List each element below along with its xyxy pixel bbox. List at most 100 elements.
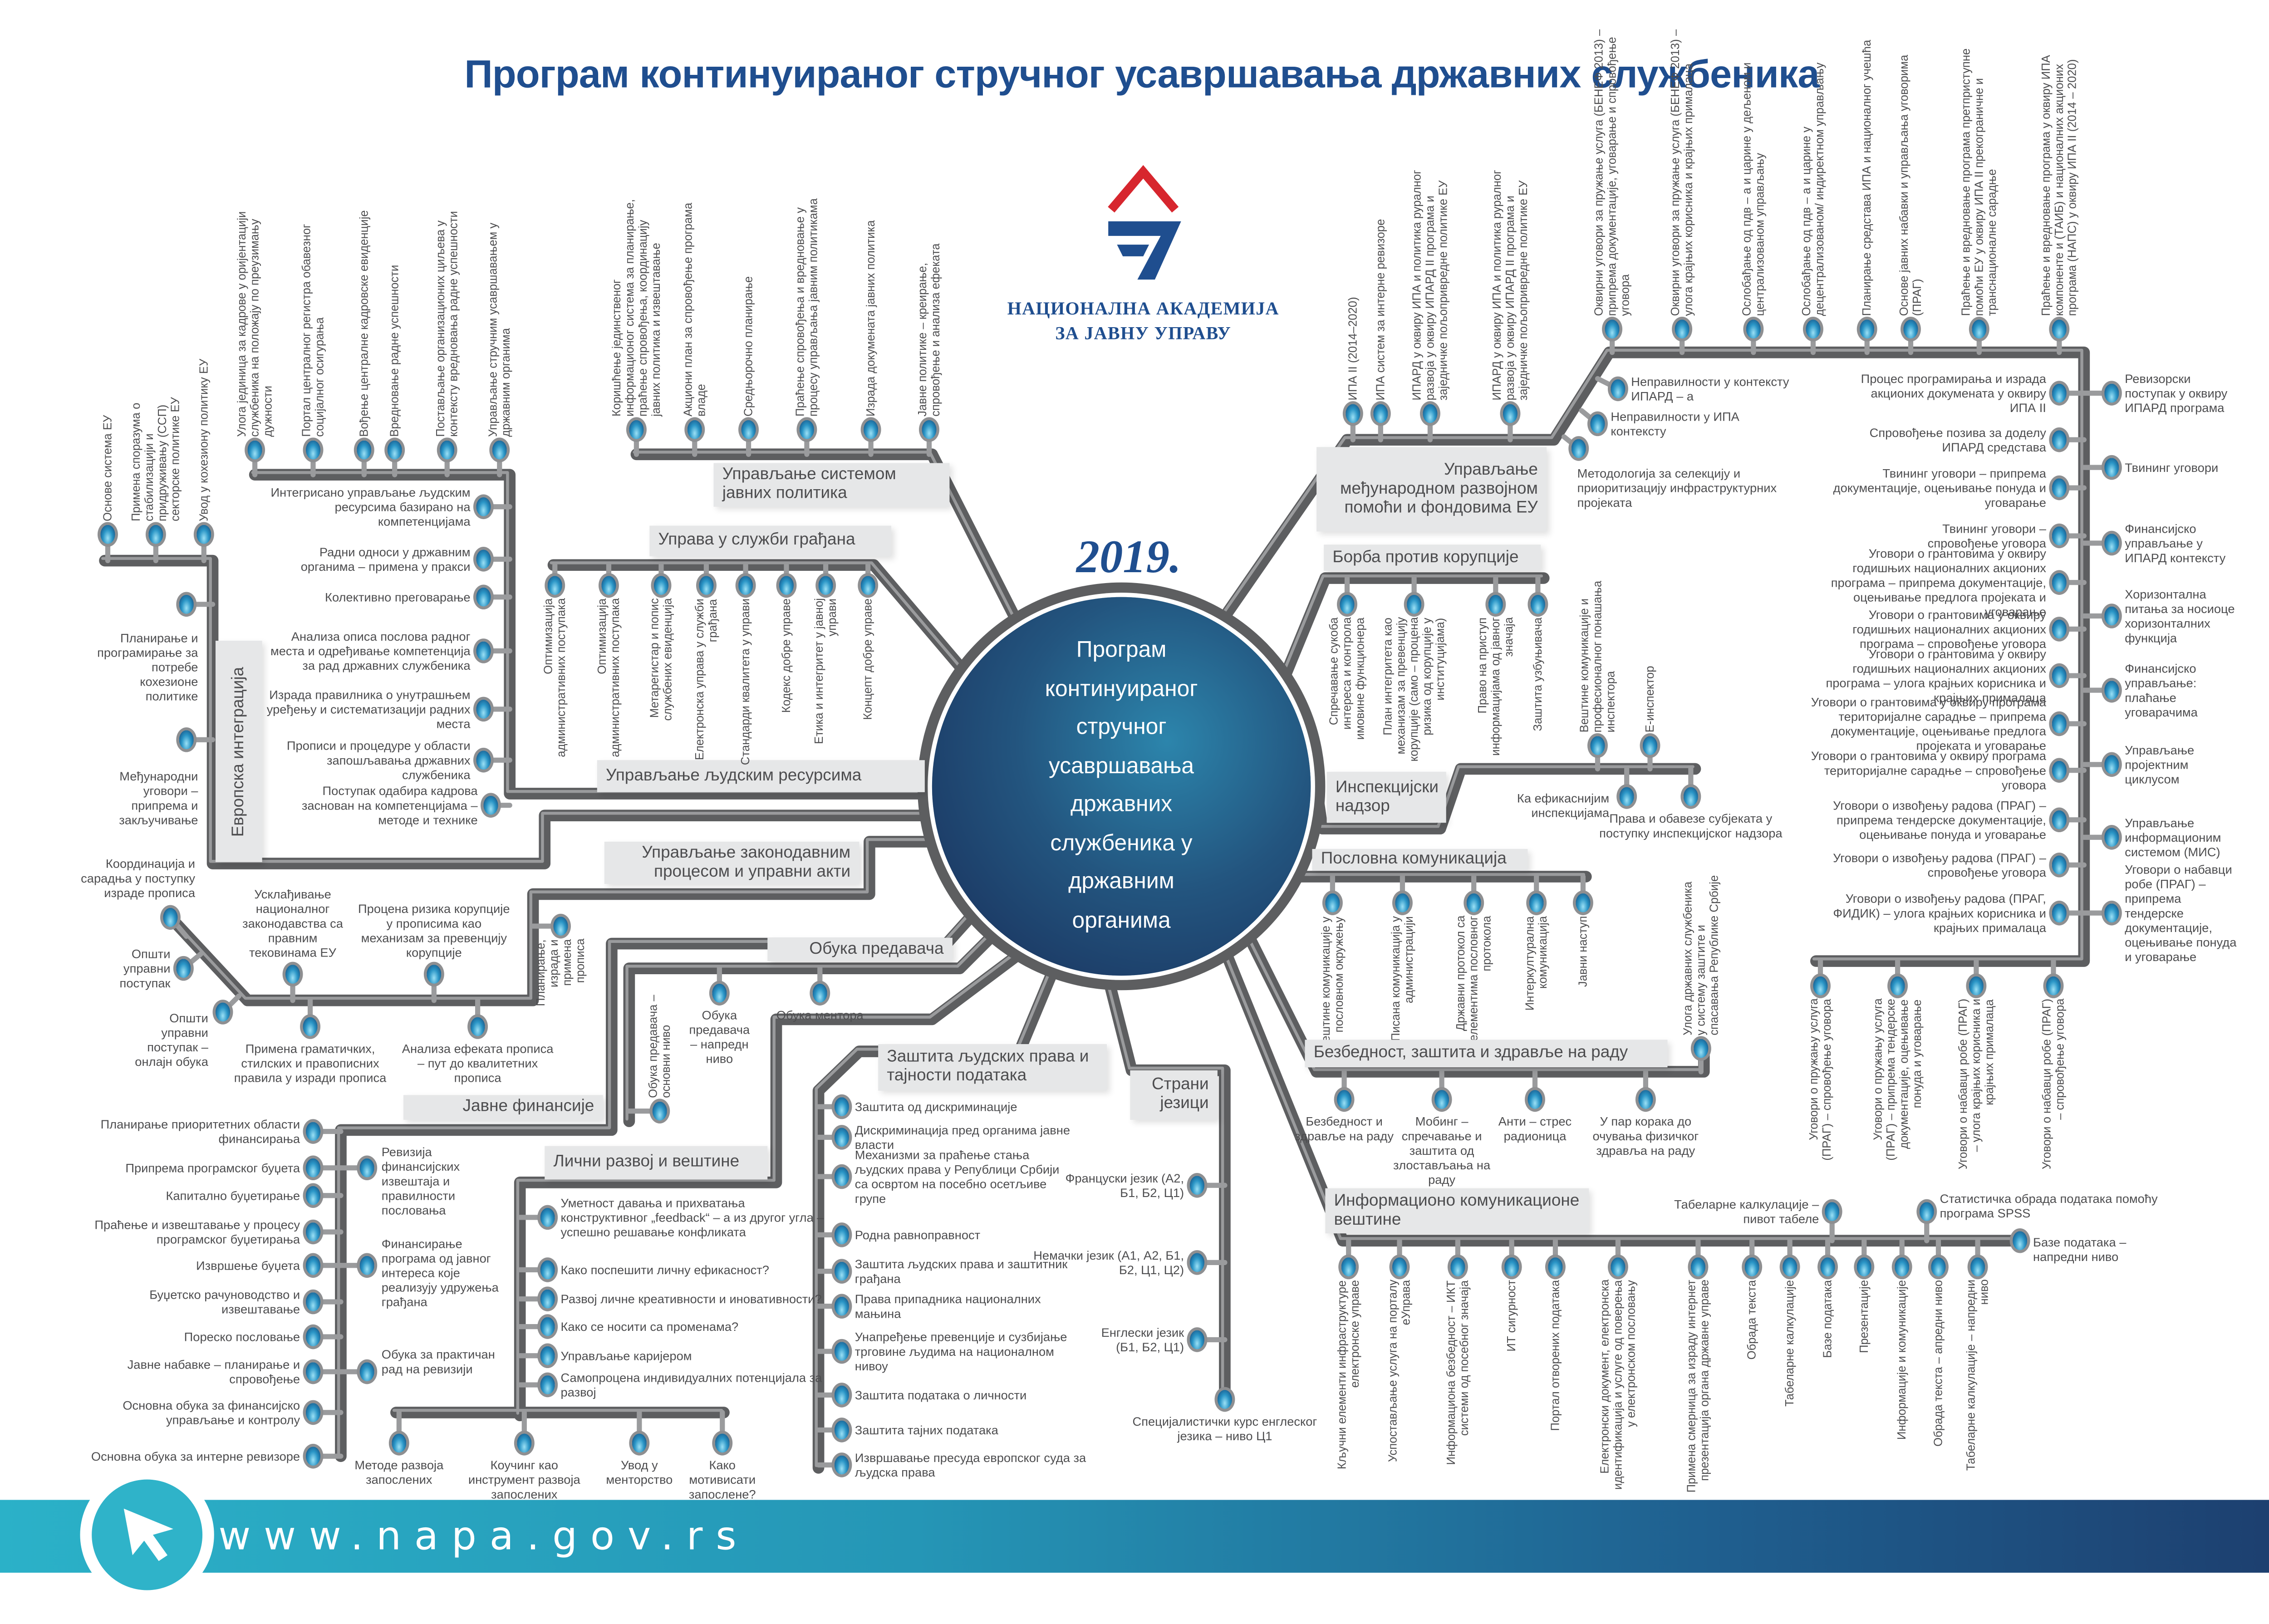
station-dot-icon — [860, 417, 881, 442]
station-label: Прописи и процедуре у области запошљавањ… — [286, 738, 471, 782]
station-label: Уговори о набавци робе (ПРАГ) – припрема… — [2125, 862, 2237, 964]
station-label: Информације и комуникације — [1895, 1280, 1909, 1440]
station-dot-icon — [1587, 733, 1608, 758]
station-label: Мобинг – спречавање и заштита од злостав… — [1393, 1114, 1491, 1187]
station-label: Капитално буџетирање — [166, 1188, 300, 1203]
station-label: Управљање стручним усавршавањем у државн… — [486, 222, 513, 437]
section-title-box: Инспекцијски надзор — [1326, 771, 1446, 823]
station-label: Како мотивисати запослене? — [688, 1457, 756, 1501]
station-dot-icon — [1526, 890, 1547, 915]
station-label: Твининг уговори — [2125, 460, 2219, 475]
website-link[interactable]: www.napa.gov.rs — [218, 1514, 750, 1560]
station-label: Електронска управа у служби грађана — [693, 598, 720, 760]
station-dot-icon — [1969, 317, 1989, 342]
station-label: Управљање информационим системом (МИС) — [2125, 815, 2221, 859]
line-hrights — [812, 958, 1062, 1474]
station-label: Табеларне калкулације — [1783, 1280, 1797, 1407]
station-label: Уговори о грантовима у оквиру годишњих н… — [1831, 546, 2046, 619]
station-label: Портал отворених података — [1548, 1280, 1562, 1431]
station-label: Основе јавних набавки и управљања уговор… — [1897, 54, 1924, 316]
station-label: Уговори о грантовима у оквиру програма т… — [1811, 694, 2046, 753]
station-dot-icon — [300, 1014, 321, 1039]
station-label: Интегрисано управљање људским ресурсима … — [270, 485, 471, 529]
line-languages — [1103, 969, 1224, 1398]
station-label: Јавне набавке – планирање и спровођење — [127, 1357, 300, 1387]
station-dot-icon — [1431, 1087, 1452, 1112]
section-title: Лични развој и вештине — [553, 1153, 740, 1171]
station-label: Увод у менторство — [606, 1457, 673, 1487]
station-dot-icon — [649, 1099, 670, 1124]
station-label: Обука за практичан рад на ревизији — [381, 1347, 495, 1376]
station-label: Праћење и вредновање програма претпристу… — [1959, 48, 1999, 316]
station-label: Планирање приоритетних области финансира… — [100, 1117, 300, 1146]
center-title-line: усавршавања — [1048, 753, 1194, 779]
line-inspection — [1302, 722, 1701, 834]
station-dot-icon — [1337, 592, 1357, 617]
station-dot-icon — [473, 547, 494, 572]
center-title-line: државним — [1068, 869, 1174, 894]
station-dot-icon — [384, 437, 405, 462]
station-label: Родна равноправност — [855, 1227, 981, 1242]
station-dot-icon — [303, 1359, 324, 1384]
station-dot-icon — [2049, 617, 2070, 642]
station-dot-icon — [1525, 1087, 1545, 1112]
station-dot-icon — [1928, 1254, 1949, 1280]
station-label: Презентације — [1857, 1280, 1871, 1354]
station-label: Неправилности у ИПА контексту — [1611, 409, 1739, 438]
station-dot-icon — [388, 1431, 409, 1456]
station-dot-icon — [1187, 1327, 1208, 1352]
station-dot-icon — [2101, 677, 2122, 703]
station-label: Права припадника националних мањина — [855, 1291, 1041, 1321]
station-dot-icon — [2049, 570, 2070, 595]
station-dot-icon — [1635, 1087, 1656, 1112]
logo-name-line2: ЗА ЈАВНУ УПРАВУ — [1055, 323, 1232, 344]
station-label: Општи управни поступак – онлајн обука — [135, 1011, 208, 1069]
station-dot-icon — [357, 1253, 378, 1278]
station-label: Вођење централне кадровске евиденције — [357, 210, 371, 437]
station-label: Метарегистар и попис службених евиденциј… — [648, 598, 674, 721]
station-dot-icon — [796, 417, 817, 442]
section-title: Заштита људских права и тајности податак… — [887, 1048, 1089, 1085]
station-dot-icon — [2049, 711, 2070, 736]
station-dot-icon — [1568, 436, 1589, 461]
station-dot-icon — [160, 905, 181, 930]
station-dot-icon — [831, 1259, 852, 1284]
station-label: Француски језик (А2, Б1, Б2, Ц1) — [1065, 1171, 1184, 1200]
station-dot-icon — [282, 962, 303, 987]
station-label: Базе података — [1821, 1280, 1834, 1358]
metro-lines-highlight — [101, 348, 2083, 1467]
station-label: Механизми за праћење стања људских права… — [855, 1147, 1060, 1206]
station-label: Обука предавача – напредн ниво — [689, 1007, 750, 1066]
station-dot-icon — [1688, 1254, 1709, 1280]
station-dot-icon — [437, 437, 457, 462]
station-label: Методологија за селекцију и приоритизаци… — [1577, 466, 1777, 510]
line-hrights — [815, 960, 1056, 1467]
station-dot-icon — [481, 793, 501, 818]
station-dot-icon — [514, 1431, 535, 1456]
station-label: Управљање пројектним циклусом — [2125, 742, 2195, 786]
station-label: Коучинг као инструмент развоја запослени… — [468, 1457, 580, 1501]
station-dot-icon — [357, 1359, 378, 1384]
station-dot-icon — [651, 573, 672, 598]
station-dot-icon — [1587, 411, 1608, 437]
station-dot-icon — [303, 1400, 324, 1425]
section-title-box: Страни језици — [1130, 1070, 1218, 1120]
station-label: Успостављање услуга на порталу еУправа — [1386, 1280, 1413, 1463]
station-dot-icon — [1447, 1254, 1468, 1280]
station-dot-icon — [303, 1119, 324, 1144]
station-dot-icon — [831, 1418, 852, 1442]
section-title-box: Информационо комуникационе вештине — [1325, 1188, 1589, 1234]
station-label: Јавне политике – креирање, спровођење и … — [916, 243, 943, 417]
station-dot-icon — [473, 584, 494, 610]
station-dot-icon — [776, 573, 797, 598]
line-trainers — [623, 926, 1002, 1127]
station-dot-icon — [1338, 1254, 1359, 1280]
station-label: Табеларне калкулације – напредни ниво — [1965, 1280, 1991, 1472]
station-dot-icon — [2101, 455, 2122, 480]
station-label: Примена споразума о стабилизацији и прид… — [129, 397, 182, 521]
line-eu — [101, 557, 934, 863]
station-dot-icon — [684, 417, 705, 442]
station-dot-icon — [489, 437, 510, 462]
station-label: Електронски документ, електронска иденти… — [1598, 1280, 1638, 1490]
